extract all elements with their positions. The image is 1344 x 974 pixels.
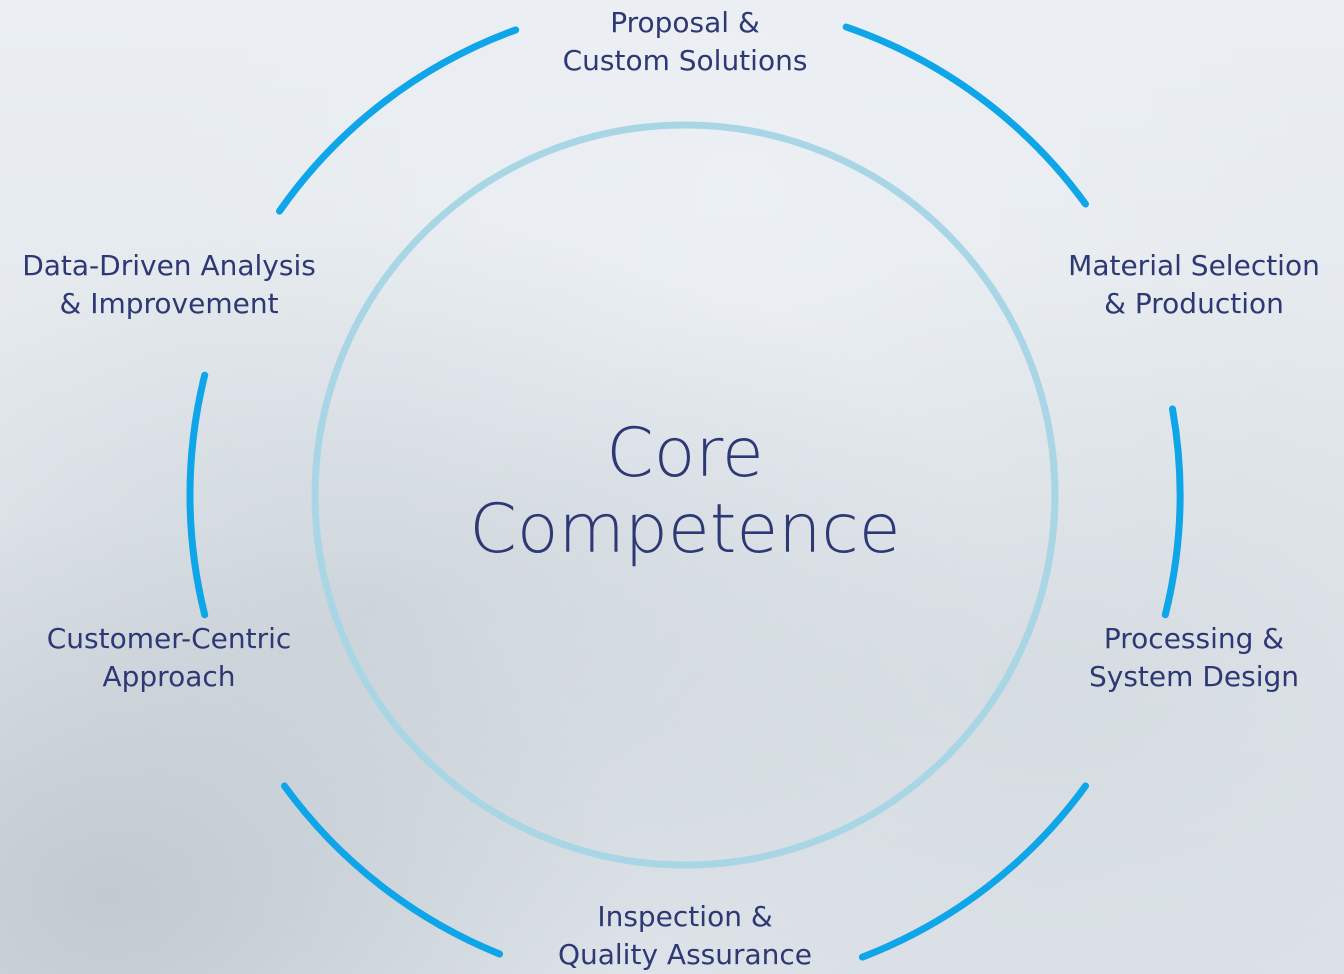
- arc-processing-to-inspection: [858, 782, 1089, 961]
- inner-ring: [311, 121, 1059, 869]
- step-processing-line2: System Design: [1089, 660, 1299, 693]
- step-data-driven-line1: Data-Driven Analysis: [22, 249, 316, 282]
- step-inspection-line1: Inspection &: [597, 900, 773, 933]
- step-proposal-line2: Custom Solutions: [562, 44, 808, 77]
- step-inspection-line2: Quality Assurance: [557, 938, 813, 971]
- step-material-selection-line2: & Production: [1104, 287, 1284, 320]
- step-inspection: Inspection & Quality Assurance: [558, 898, 812, 974]
- step-processing: Processing & System Design: [1089, 620, 1299, 696]
- step-customer-centric: Customer-Centric Approach: [47, 620, 292, 696]
- step-processing-line1: Processing &: [1103, 622, 1285, 655]
- center-title: Core Competence: [469, 416, 900, 568]
- step-customer-centric-line2: Approach: [102, 660, 236, 693]
- step-data-driven-line2: & Improvement: [59, 287, 279, 320]
- arc-customer-to-data: [186, 371, 209, 619]
- arc-data-to-proposal: [276, 26, 520, 215]
- arc-inspection-to-customer: [281, 782, 504, 958]
- step-material-selection: Material Selection & Production: [1068, 247, 1320, 323]
- step-proposal: Proposal & Custom Solutions: [563, 4, 808, 80]
- step-proposal-line1: Proposal &: [610, 6, 760, 39]
- arc-proposal-to-material: [842, 23, 1089, 208]
- step-material-selection-line1: Material Selection: [1068, 249, 1320, 282]
- center-title-line1: Core: [606, 414, 764, 493]
- step-customer-centric-line1: Customer-Centric: [46, 622, 292, 655]
- center-title-line2: Competence: [469, 490, 901, 569]
- step-data-driven: Data-Driven Analysis & Improvement: [22, 247, 316, 323]
- arc-material-to-processing: [1161, 405, 1184, 619]
